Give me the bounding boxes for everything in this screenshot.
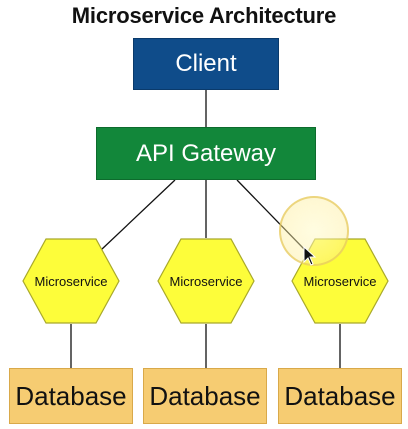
microservice-node-1: Microservice: [22, 238, 120, 324]
microservice-label-3: Microservice: [303, 273, 377, 289]
database-label-3: Database: [284, 380, 396, 411]
diagram-title: Microservice Architecture: [71, 3, 337, 28]
api-gateway-box: API Gateway: [96, 127, 316, 180]
hexagon-shape-1: [22, 238, 120, 324]
database-box-3: Database: [278, 368, 402, 424]
client-box: Client: [133, 38, 279, 90]
hexagon-shape-2: [157, 238, 255, 324]
mouse-pointer-icon: [303, 246, 317, 266]
database-label-2: Database: [149, 380, 261, 411]
database-box-1: Database: [9, 368, 133, 424]
api-gateway-label: API Gateway: [135, 139, 277, 167]
microservice-label-1: Microservice: [34, 273, 108, 289]
microservice-label-2: Microservice: [169, 273, 243, 289]
database-label-1: Database: [15, 380, 127, 411]
database-box-2: Database: [143, 368, 267, 424]
connector-gateway-ms1: [100, 179, 176, 251]
microservice-node-2: Microservice: [157, 238, 255, 324]
cursor-highlight-circle: [279, 196, 349, 266]
client-label: Client: [175, 50, 237, 77]
